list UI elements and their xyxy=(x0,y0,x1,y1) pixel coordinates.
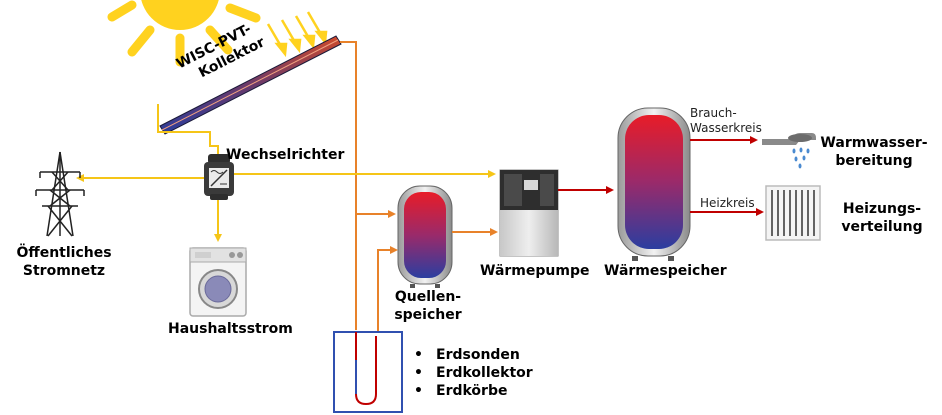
power-pylon-icon xyxy=(35,151,85,237)
ground-source-item: Erdsonden xyxy=(414,346,533,364)
inverter-icon xyxy=(204,154,234,200)
heat-pump-label: Wärmepumpe xyxy=(480,263,590,279)
ground-source-item: Erdkörbe xyxy=(414,382,533,400)
ground-heat-exchanger xyxy=(333,331,403,413)
source-storage-line1: Quellen- xyxy=(394,289,462,305)
hot-water-circuit-label: Brauch- Wasserkreis xyxy=(690,106,762,136)
heating-distribution-label: Heizungs- verteilung xyxy=(832,200,932,236)
heating-distribution-line1: Heizungs- xyxy=(842,201,922,217)
heating-distribution-line2: verteilung xyxy=(841,219,923,235)
hot-water-prep-line1: Warmwasser- xyxy=(820,135,928,151)
ground-source-item: Erdkollektor xyxy=(414,364,533,382)
inverter-label: Wechselrichter xyxy=(226,147,345,163)
radiator-icon xyxy=(765,185,821,241)
collector-heat-pipe xyxy=(340,41,396,218)
source-storage-line2: speicher xyxy=(394,307,462,323)
electric-lines xyxy=(76,104,496,242)
grid-label-line2: Stromnetz xyxy=(22,263,106,279)
hot-water-prep-line2: bereitung xyxy=(835,153,913,169)
sun-icon xyxy=(107,0,261,67)
heating-circuit-label: Heizkreis xyxy=(700,196,755,210)
sunlight-arrows-icon xyxy=(266,11,328,58)
household-label: Haushaltsstrom xyxy=(168,321,293,337)
source-storage-label: Quellen- speicher xyxy=(390,288,466,324)
hot-water-circuit-line1: Brauch- xyxy=(690,106,737,120)
shower-head-icon xyxy=(762,133,816,169)
heat-storage-tank xyxy=(617,107,691,261)
grid-label: Öffentliches Stromnetz xyxy=(16,244,112,280)
hot-water-prep-label: Warmwasser- bereitung xyxy=(820,134,928,170)
grid-label-line1: Öffentliches xyxy=(16,245,112,261)
hot-water-circuit-line2: Wasserkreis xyxy=(690,121,762,135)
heat-storage-label: Wärmespeicher xyxy=(604,263,727,279)
ground-to-source-pipe xyxy=(377,246,398,334)
heat-pump-icon xyxy=(499,169,559,257)
source-storage-tank xyxy=(397,185,453,288)
ground-source-list: Erdsonden Erdkollektor Erdkörbe xyxy=(414,346,533,400)
washing-machine-icon xyxy=(189,247,247,317)
